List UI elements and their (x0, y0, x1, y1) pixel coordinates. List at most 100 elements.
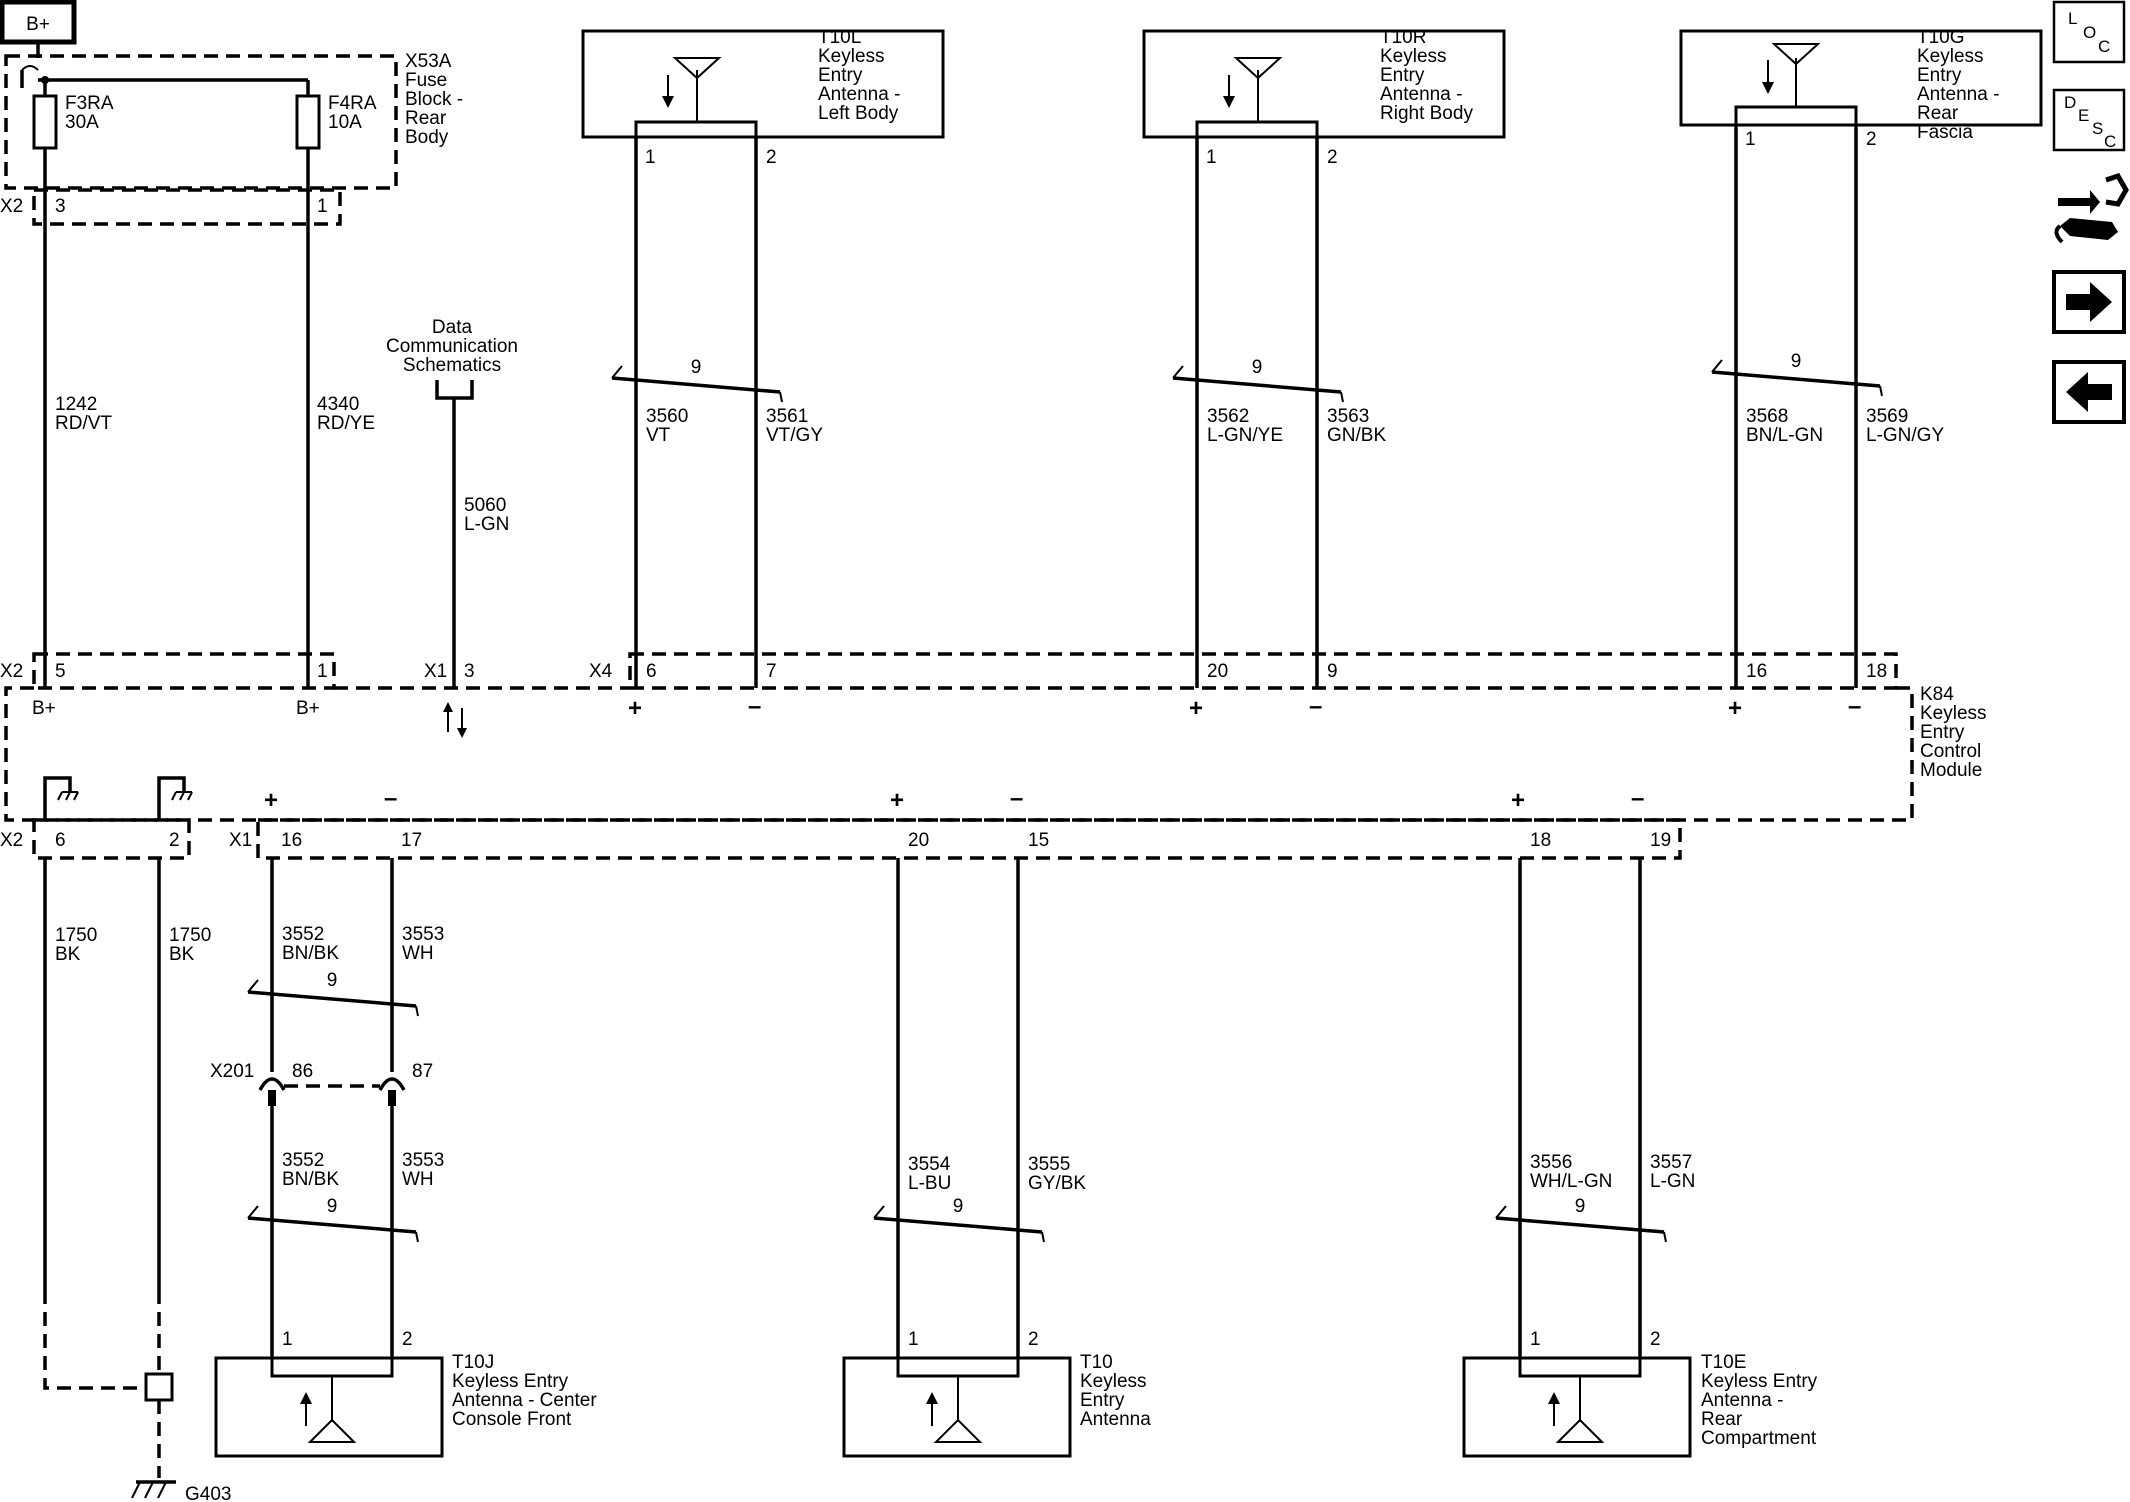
fuse-connector-label: X2 (0, 196, 23, 217)
power-wires: 1242 RD/VT 4340 RD/YE (43, 190, 375, 688)
module-pin-x1-16: 16 (281, 830, 302, 851)
desc-button[interactable]: D E S C (2052, 88, 2126, 152)
module-pin-x4-18: 18 (1866, 661, 1887, 682)
module-sign-minus: – (1010, 785, 1023, 812)
module-pin-x1-17: 17 (401, 830, 422, 851)
arrow-left-icon[interactable] (2052, 360, 2126, 424)
wire-5060-circuit: 5060 (464, 495, 506, 516)
wire-3554-color: L-BU (908, 1173, 951, 1194)
module-ref: K84 (1920, 684, 1954, 705)
module-sign-minus: – (1631, 785, 1644, 812)
module-pin-x2-5-label: B+ (32, 698, 56, 719)
antenna-t10l-ref: T10L (818, 27, 861, 48)
fuse-block-connector-x2: X2 3 1 (0, 188, 342, 226)
antenna-t10j-lower-twist: 9 (327, 1196, 338, 1217)
antenna-t10-ref: T10 (1080, 1352, 1113, 1373)
data-communication-link: Data Communication Schematics 5060 L-GN (386, 317, 518, 688)
module-pin-x4-6: 6 (646, 661, 657, 682)
wire-1750b-color: BK (169, 944, 195, 965)
antenna-t10j-ref: T10J (452, 1352, 494, 1373)
antenna-t10g-name-5: Fascia (1917, 122, 1973, 143)
battery-terminal: B+ (0, 0, 77, 58)
ground-icon (131, 1480, 176, 1499)
antenna-t10l-name-4: Left Body (818, 103, 899, 124)
fuse-f4ra-ref: F4RA (328, 93, 377, 114)
fuse-f4ra-rating: 10A (328, 112, 362, 133)
wire-3552-upper-color: BN/BK (282, 943, 339, 964)
arrow-right-icon[interactable] (2052, 270, 2126, 334)
internal-ground-icon (43, 776, 79, 820)
wire-4340-color: RD/YE (317, 413, 375, 434)
data-comm-title-1: Data (432, 317, 473, 338)
antenna-t10e-pin-2: 2 (1650, 1329, 1661, 1350)
wire-1242-color: RD/VT (55, 413, 112, 434)
wire-3562-color: L-GN/YE (1207, 425, 1283, 446)
fuse-f3ra-ref: F3RA (65, 93, 114, 114)
module-pin-x1-15: 15 (1028, 830, 1049, 851)
data-comm-title-3: Schematics (403, 355, 501, 376)
antenna-t10j-name-3: Console Front (452, 1409, 572, 1430)
module-pin-x1-19: 19 (1650, 830, 1671, 851)
module-pin-x4-16: 16 (1746, 661, 1767, 682)
wire-1242-circuit: 1242 (55, 394, 97, 415)
module-name-2: Entry (1920, 722, 1965, 743)
module-pin-x1-18: 18 (1530, 830, 1551, 851)
module-name-4: Module (1920, 760, 1982, 781)
fuse-block-name-1: Fuse (405, 70, 447, 91)
antenna-t10g-pin-1: 1 (1745, 129, 1756, 150)
antenna-t10g: T10G Keyless Entry Antenna - Rear Fascia… (1679, 27, 2043, 688)
wire-3553-lower-color: WH (402, 1169, 434, 1190)
module-top-x2-label: X2 (0, 661, 23, 682)
loc-letter-l: L (2068, 9, 2077, 28)
module-pin-x4-9: 9 (1327, 661, 1338, 682)
antenna-t10-pin-2: 2 (1028, 1329, 1039, 1350)
antenna-t10g-name-1: Keyless (1917, 46, 1984, 67)
desc-letter-d: D (2064, 93, 2076, 112)
antenna-t10r-name-2: Entry (1380, 65, 1425, 86)
wire-1750a-color: BK (55, 944, 81, 965)
wire-3569-color: L-GN/GY (1866, 425, 1944, 446)
antenna-t10e-name-2: Antenna - (1701, 1390, 1783, 1411)
module-bottom-x2-label: X2 (0, 830, 23, 851)
module-pin-x2-5: 5 (55, 661, 66, 682)
antenna-t10g-twist: 9 (1791, 351, 1802, 372)
antenna-t10r-pin-1: 1 (1206, 147, 1217, 168)
antenna-t10-pin-1: 1 (908, 1329, 919, 1350)
module-sign-minus: – (748, 693, 761, 720)
ground-splice (144, 1372, 174, 1402)
antenna-t10g-name-3: Antenna - (1917, 84, 1999, 105)
wire-3553-lower-circuit: 3553 (402, 1150, 444, 1171)
module-bottom-connector-x2 (32, 818, 191, 860)
internal-ground-icon (157, 776, 193, 820)
fuse-f3ra-rating: 30A (65, 112, 99, 133)
module-pin-x4-7: 7 (766, 661, 777, 682)
module-name-1: Keyless (1920, 703, 1987, 724)
module-top-x4-label: X4 (589, 661, 613, 682)
antenna-t10r: T10R Keyless Entry Antenna - Right Body … (1142, 27, 1506, 688)
fuse-block-name-4: Body (405, 127, 449, 148)
wire-3561-color: VT/GY (766, 425, 823, 446)
inline-connector-x201: X201 86 87 (210, 1061, 433, 1106)
antenna-t10l-twist: 9 (691, 357, 702, 378)
loc-letter-o: O (2083, 23, 2096, 42)
desc-letter-s: S (2092, 119, 2103, 138)
wire-3563-circuit: 3563 (1327, 406, 1369, 427)
module-sign-plus: + (264, 787, 278, 814)
module-sign-minus: – (384, 785, 397, 812)
wire-3556-color: WH/L-GN (1530, 1171, 1612, 1192)
antenna-t10l-pin-1: 1 (645, 147, 656, 168)
wire-3557-color: L-GN (1650, 1171, 1695, 1192)
wire-3553-upper-color: WH (402, 943, 434, 964)
antenna-t10l: T10L Keyless Entry Antenna - Left Body 1… (581, 27, 945, 688)
loc-button[interactable]: L O C (2052, 0, 2126, 64)
battery-label: B+ (26, 14, 50, 35)
antenna-t10e-name-4: Compartment (1701, 1428, 1817, 1449)
antenna-t10j: 3552 BN/BK 3553 WH 9 X201 86 87 3552 BN/… (210, 858, 597, 1458)
wire-3553-upper-circuit: 3553 (402, 924, 444, 945)
fuse-pin-1: 1 (317, 196, 328, 217)
desc-letter-c: C (2104, 132, 2116, 151)
antenna-t10e-twist: 9 (1575, 1196, 1586, 1217)
module-top-connector-x2 (32, 652, 336, 690)
antenna-t10j-name-2: Antenna - Center (452, 1390, 597, 1411)
wiring-connector-icon[interactable] (2054, 172, 2129, 244)
